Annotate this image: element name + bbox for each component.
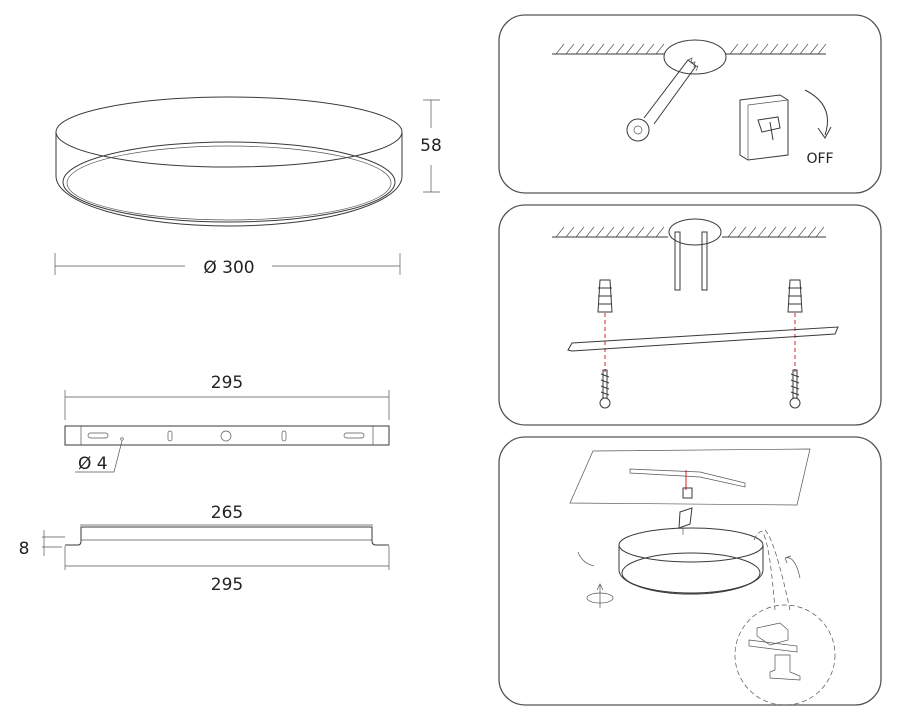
bracket-length-label: 295 [211,373,243,393]
bottom-length-label: 295 [211,575,243,595]
off-label: OFF [806,151,833,167]
bracket-top-view: 295 Ø 4 [64,373,390,474]
diameter-dimension: Ø 300 [54,253,401,278]
saw-icon [626,57,699,142]
step-2-panel [498,204,882,426]
connector-icon [682,487,693,499]
height-dimension: 58 [420,99,442,193]
diameter-label: Ø 300 [203,258,254,278]
curved-arrow-icon [784,555,801,579]
mounting-bracket [567,326,839,352]
bracket-side-view: 265 8 295 [19,503,390,595]
rotate-arrow-icon [577,551,595,567]
wall-anchor-icon [597,279,803,313]
up-arrow-icon [596,583,604,608]
clip-detail-icon [748,622,801,681]
step-1-panel: OFF [498,14,882,194]
wire [701,231,708,291]
ceiling-plane [569,448,811,506]
lamp-drawing [55,96,403,227]
lamp-install [618,527,764,595]
hole-diameter-label: Ø 4 [78,454,108,474]
height-label: 58 [420,136,442,156]
detail-circle [734,604,836,706]
inner-length-label: 265 [211,503,243,523]
step-height-label: 8 [19,539,30,559]
rotate-arrow-icon [804,89,828,136]
wire [674,231,681,291]
driver-icon [678,507,693,529]
switch-icon [739,94,789,161]
step-3-panel [498,436,882,706]
screw-icon [599,369,801,409]
